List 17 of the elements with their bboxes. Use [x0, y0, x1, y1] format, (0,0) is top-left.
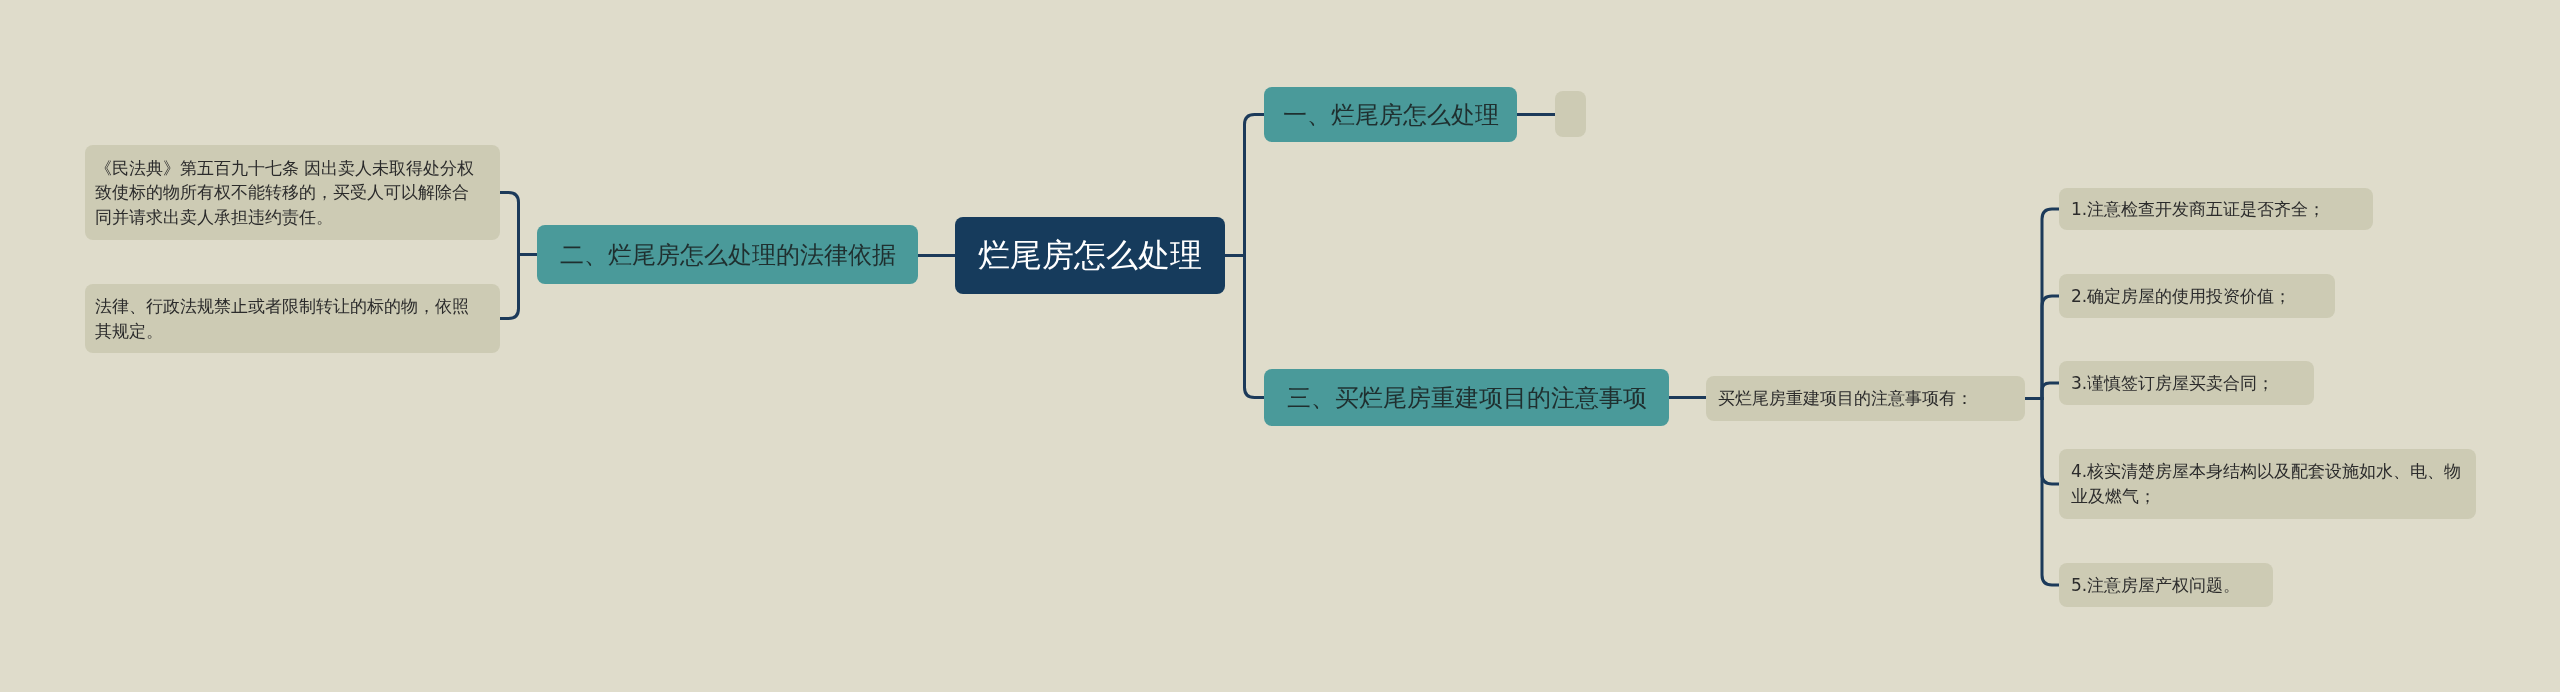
leaf-topic: 2.确定房屋的使用投资价值；: [2059, 274, 2335, 318]
leaf-topic: 3.谨慎签订房屋买卖合同；: [2059, 361, 2314, 405]
branch-topic: 一、烂尾房怎么处理: [1264, 87, 1517, 142]
leaf-topic: 1.注意检查开发商五证是否齐全；: [2059, 188, 2373, 230]
leaf-topic: 买烂尾房重建项目的注意事项有：: [1706, 376, 2025, 421]
leaf-topic: 法律、行政法规禁止或者限制转让的标的物，依照其规定。: [85, 284, 500, 353]
connector-line: [500, 253, 537, 320]
leaf-topic: 4.核实清楚房屋本身结构以及配套设施如水、电、物业及燃气；: [2059, 449, 2476, 519]
branch-topic: 三、买烂尾房重建项目的注意事项: [1264, 369, 1669, 426]
connector-line: [918, 254, 955, 257]
connector-line: [1517, 113, 1555, 116]
branch-topic: 二、烂尾房怎么处理的法律依据: [537, 225, 918, 284]
leaf-topic: 5.注意房屋产权问题。: [2059, 563, 2273, 607]
root-topic: 烂尾房怎么处理: [955, 217, 1225, 294]
leaf-topic: 《民法典》第五百九十七条 因出卖人未取得处分权致使标的物所有权不能转移的，买受人可以解除合同并请求出卖人承担违约责任。: [85, 145, 500, 240]
connector-line: [1669, 396, 1706, 399]
empty-topic-box: [1555, 91, 1586, 137]
